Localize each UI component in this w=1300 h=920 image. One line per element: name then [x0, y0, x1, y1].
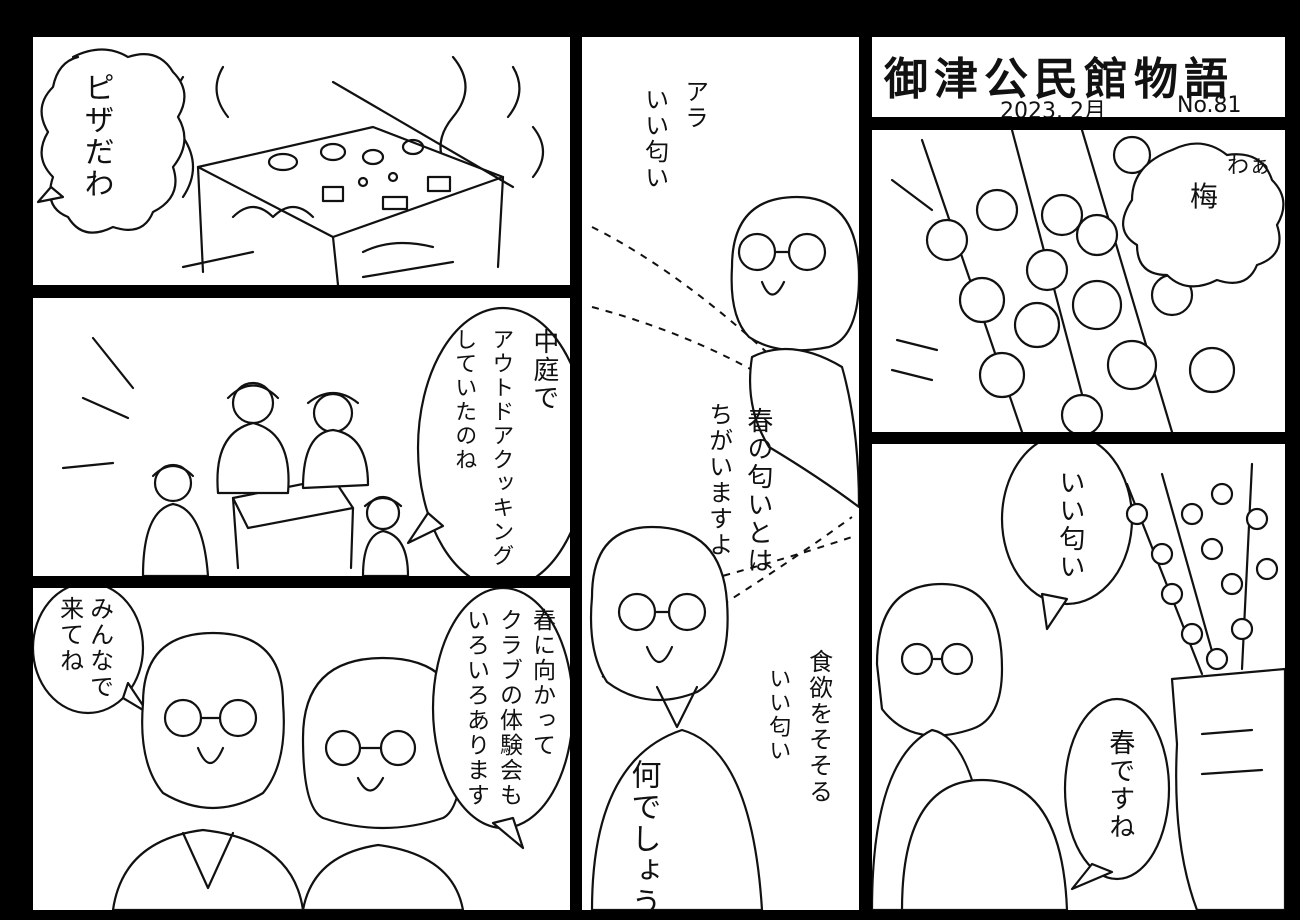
pizza-oven-illustration: [36, 48, 545, 285]
plum-blossom-illustration: [890, 130, 1285, 432]
courtyard-speech-bubble: [406, 306, 570, 576]
smell-man2-line3: 何でしょう: [625, 759, 661, 910]
courtyard-cooking-illustration: [61, 336, 410, 576]
smell-man-line2: ちがいますよ: [704, 402, 733, 558]
smell-man2-line1: 食欲をそそる: [804, 649, 833, 805]
panel-pizza-oven: ピザだわ: [33, 37, 570, 285]
invite-illustration: [33, 588, 570, 910]
panel-plum: わぁ 梅: [872, 130, 1285, 432]
vase-speech-top: いい匂い: [1054, 469, 1085, 581]
invite-speech-right-line3: いろいろあります: [462, 608, 489, 808]
pizza-speech: ピザだわ: [78, 72, 114, 200]
invite-speech-right-line2: クラブの体験会も: [495, 608, 522, 808]
courtyard-speech-line3: していたのね: [451, 328, 477, 472]
panel-vase: いい匂い 春ですね: [872, 444, 1285, 910]
invite-speech-left-line2: 来てね: [55, 596, 84, 674]
smell-man2-line2: いい匂い: [765, 667, 791, 763]
courtyard-speech-line1: 中庭で: [528, 328, 559, 412]
blossoms: [925, 135, 1236, 432]
vase-blossoms: [1125, 482, 1279, 671]
invite-speech-left-line1: みんなで: [85, 596, 114, 700]
series-title: 御津公民館物語: [884, 54, 1234, 105]
panel-invite: みんなで 来てね 春に向かって クラブの体験会も いろいろあります: [33, 588, 570, 910]
invite-speech-right-line1: 春に向かって: [528, 608, 555, 758]
panel-smell: アラ いい匂い 春の匂いとは ちがいますよ 食欲をそそる いい匂い 何でしょう: [582, 37, 859, 910]
panel-courtyard: 中庭で アウトドアクッキング していたのね: [33, 298, 570, 576]
plum-speech-line2: 梅: [1190, 180, 1219, 213]
smell-illustration: [589, 195, 859, 910]
smell-woman-line1: アラ: [680, 79, 709, 131]
smell-man-line1: 春の匂いとは: [742, 407, 773, 575]
smell-woman-line2: いい匂い: [640, 87, 669, 191]
plum-speech-line1: わぁ: [1227, 154, 1272, 179]
vase-speech-bottom: 春ですね: [1104, 729, 1135, 841]
vase-illustration: [872, 444, 1285, 910]
issue-number: No.81: [1177, 93, 1242, 117]
courtyard-speech-line2: アウトドアクッキング: [488, 328, 514, 568]
title-block: 御津公民館物語 2023. 2月 No.81: [872, 37, 1285, 117]
issue-date: 2023. 2月: [1000, 99, 1106, 117]
